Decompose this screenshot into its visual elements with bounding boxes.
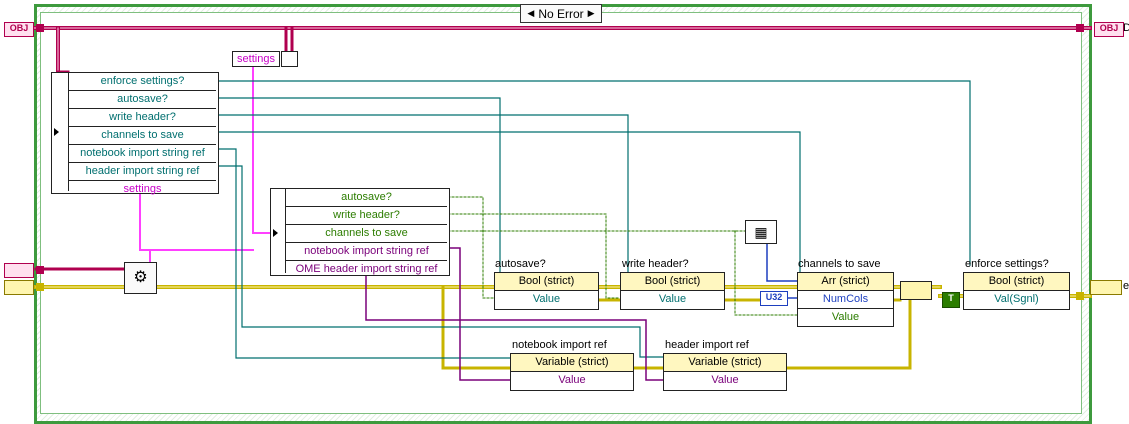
enforce-property-node[interactable]: Bool (strict) Val(Sgnl): [963, 272, 1070, 310]
true-constant[interactable]: T: [942, 292, 960, 308]
object-tunnel-out: [1076, 24, 1084, 32]
settings-label-text: settings: [237, 53, 275, 65]
case-prev-arrow-icon[interactable]: ◀: [527, 8, 535, 18]
unbundle-mid-row: channels to save: [286, 225, 447, 243]
enforce-field: Val(Sgnl): [994, 293, 1039, 305]
write-header-property-node[interactable]: Bool (strict) Value: [620, 272, 725, 310]
unbundle-left-row: settings: [123, 183, 162, 195]
object-lower-terminal[interactable]: [4, 263, 34, 278]
header-ref-property-node[interactable]: Variable (strict) Value: [663, 353, 787, 391]
autosave-field: Value: [532, 293, 561, 305]
write-header-method: Bool (strict): [621, 273, 724, 291]
merge-errors-node[interactable]: [900, 281, 932, 300]
channels-field-value: Value: [831, 311, 860, 323]
unbundle-class-node[interactable]: [281, 51, 298, 67]
unbundle-by-name-mid[interactable]: autosave? write header? channels to save…: [270, 188, 450, 276]
unbundle-left-row: write header?: [69, 109, 216, 127]
channels-field-numcols: NumCols: [798, 291, 893, 309]
case-selector[interactable]: ◀ No Error ▶: [520, 4, 602, 23]
object-out-terminal[interactable]: OBJ: [1094, 22, 1124, 37]
object-out-label: D: [1123, 22, 1129, 34]
arrow-right-icon: [273, 229, 278, 237]
autosave-property-node[interactable]: Bool (strict) Value: [494, 272, 599, 310]
unbundle-left-row: notebook import string ref: [69, 145, 216, 163]
unbundle-left-handle: [52, 73, 69, 191]
array-size-icon[interactable]: ▦: [745, 220, 777, 244]
gear-icon[interactable]: ⚙: [124, 262, 157, 294]
u32-constant[interactable]: U32: [760, 291, 788, 306]
unbundle-mid-row: write header?: [286, 207, 447, 225]
unbundle-left-row: channels to save: [69, 127, 216, 145]
write-header-node-title: write header?: [622, 258, 689, 270]
write-header-field: Value: [658, 293, 687, 305]
object-tunnel-lower: [36, 266, 44, 274]
channels-property-node[interactable]: Arr (strict) NumCols Value: [797, 272, 894, 327]
channels-node-title: channels to save: [798, 258, 881, 270]
autosave-node-title: autosave?: [495, 258, 546, 270]
error-out-terminal[interactable]: [1090, 280, 1122, 295]
error-out-label: e: [1123, 280, 1129, 292]
unbundle-mid-row: OME header import string ref: [295, 263, 438, 275]
error-tunnel-out: [1076, 292, 1084, 300]
error-in-terminal[interactable]: [4, 280, 34, 295]
unbundle-mid-handle: [271, 189, 286, 273]
notebook-ref-method: Variable (strict): [511, 354, 633, 372]
arrow-right-icon: [54, 128, 59, 136]
unbundle-by-name-left[interactable]: enforce settings? autosave? write header…: [51, 72, 219, 195]
notebook-ref-node-title: notebook import ref: [512, 339, 607, 351]
channels-method: Arr (strict): [798, 273, 893, 291]
header-ref-node-title: header import ref: [665, 339, 749, 351]
unbundle-left-row: enforce settings?: [69, 73, 216, 91]
notebook-ref-property-node[interactable]: Variable (strict) Value: [510, 353, 634, 391]
object-in-terminal[interactable]: OBJ: [4, 22, 34, 37]
header-ref-method: Variable (strict): [664, 354, 786, 372]
header-ref-field: Value: [711, 374, 739, 386]
unbundle-mid-row: notebook import string ref: [286, 243, 447, 261]
settings-wire: [252, 65, 271, 234]
case-selector-value: No Error: [538, 6, 584, 21]
autosave-method: Bool (strict): [495, 273, 598, 291]
error-tunnel-in: [36, 283, 44, 291]
unbundle-left-row: autosave?: [69, 91, 216, 109]
unbundle-left-row: header import string ref: [69, 163, 216, 181]
unbundle-mid-row: autosave?: [286, 189, 447, 207]
case-next-arrow-icon[interactable]: ▶: [587, 8, 595, 18]
settings-wire-label: settings: [232, 51, 280, 67]
enforce-node-title: enforce settings?: [965, 258, 1049, 270]
enforce-method: Bool (strict): [964, 273, 1069, 291]
object-tunnel-in: [36, 24, 44, 32]
notebook-ref-field: Value: [558, 374, 586, 386]
